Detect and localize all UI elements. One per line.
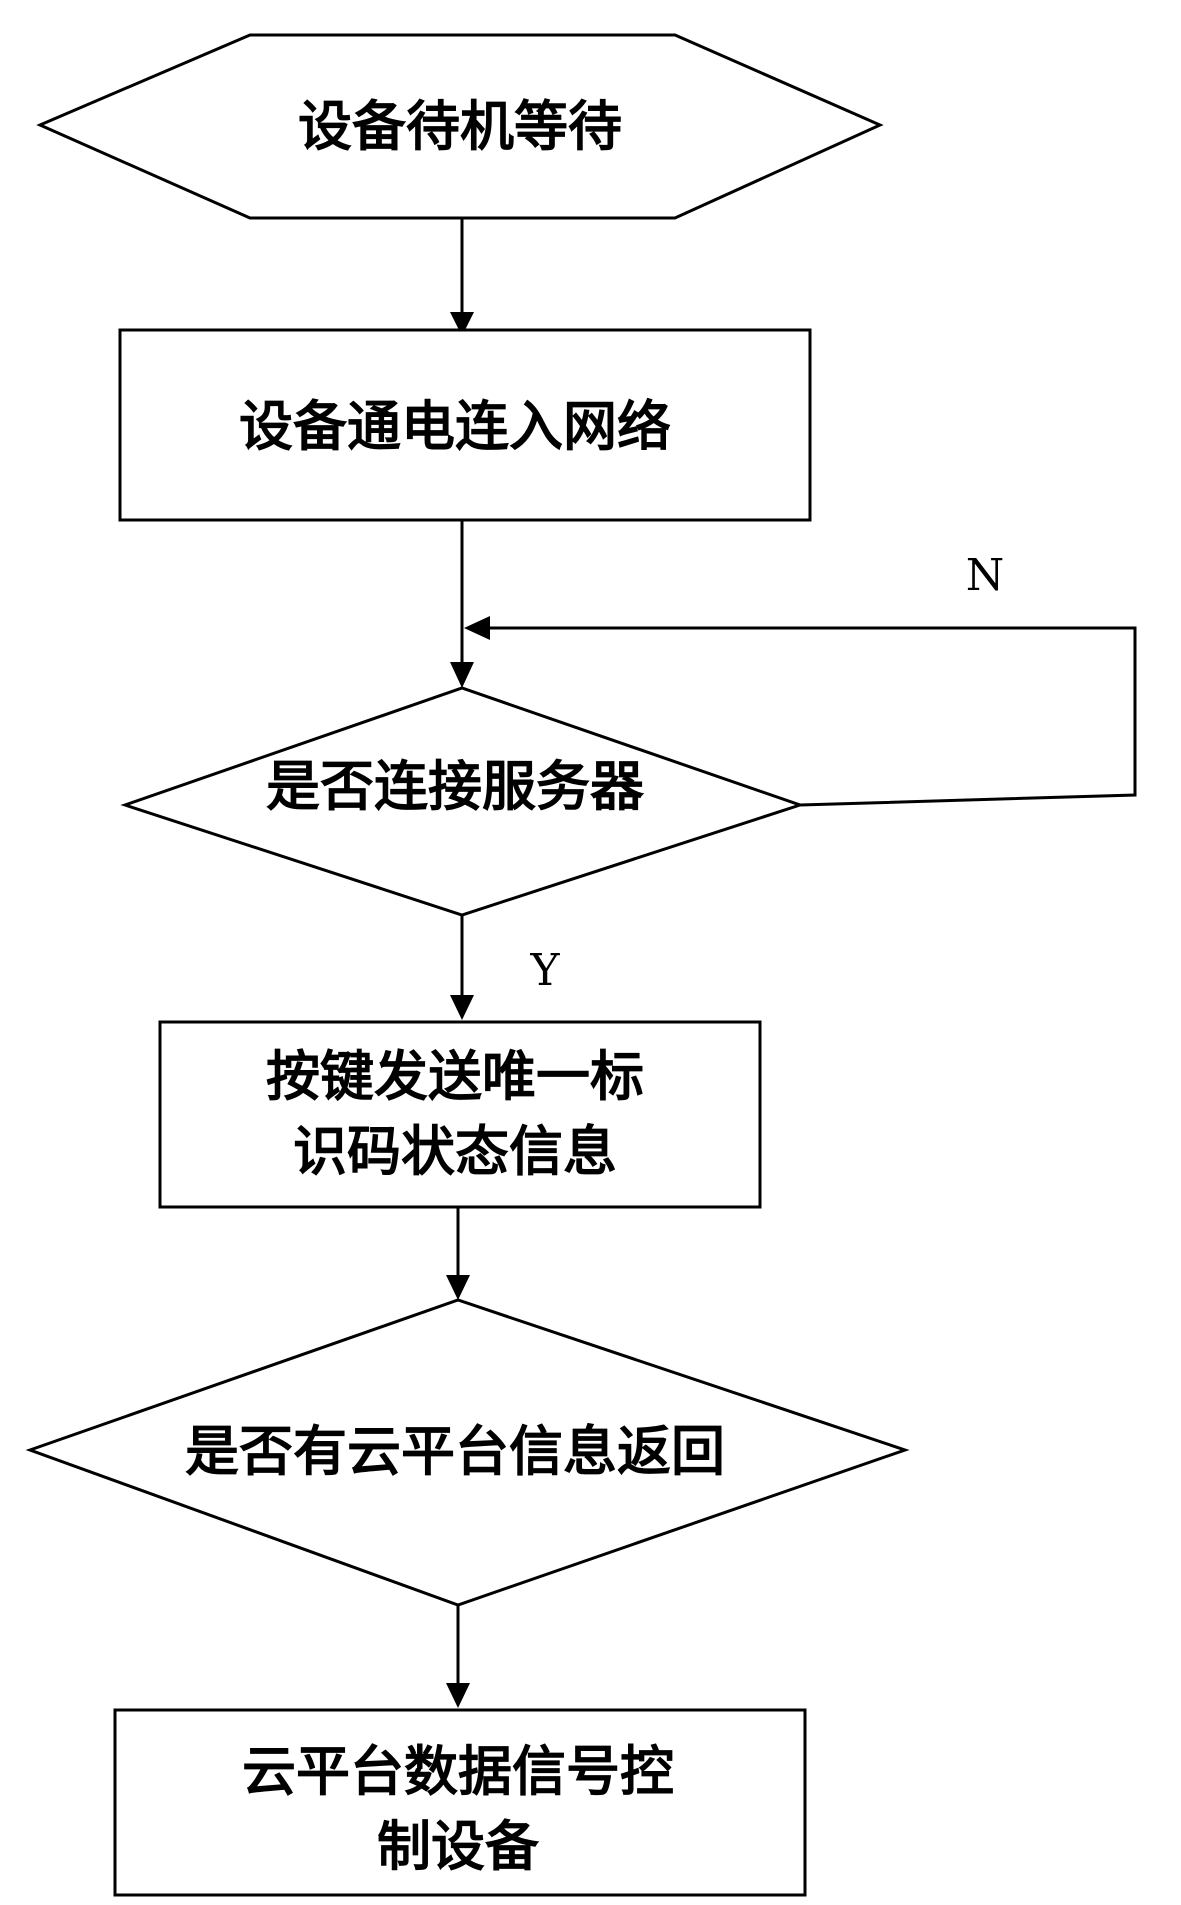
node-send-status-line-1: 按键发送唯一标 bbox=[266, 1044, 644, 1108]
node-cloud-return: 是否有云平台信息返回 bbox=[25, 1298, 910, 1607]
arrow-power-to-connect bbox=[450, 520, 474, 688]
node-connect-server: 是否连接服务器 bbox=[120, 686, 805, 917]
decision-diamond bbox=[25, 1298, 910, 1607]
node-standby: 设备待机等待 bbox=[36, 33, 884, 220]
node-cloud-return-label: 是否有云平台信息返回 bbox=[185, 1419, 725, 1483]
node-send-status-line-2: 识码状态信息 bbox=[293, 1119, 617, 1183]
arrow-send-to-return bbox=[446, 1207, 470, 1300]
process-box bbox=[118, 328, 812, 522]
arrow-connect-to-send: Y bbox=[450, 915, 560, 1020]
node-cloud-control-line-1: 云平台数据信号控 bbox=[242, 1739, 674, 1803]
branch-label-no: N bbox=[966, 550, 1005, 601]
node-cloud-control-line-2: 制设备 bbox=[377, 1814, 540, 1878]
process-box bbox=[113, 1708, 807, 1897]
branch-label-yes: Y bbox=[529, 945, 560, 996]
arrow-standby-to-power bbox=[450, 218, 474, 336]
node-standby-label: 设备待机等待 bbox=[298, 94, 622, 158]
hexagon-shape bbox=[36, 33, 884, 220]
node-power-on: 设备通电连入网络 bbox=[118, 328, 812, 522]
node-power-on-label: 设备通电连入网络 bbox=[239, 394, 671, 458]
node-cloud-control: 云平台数据信号控 制设备 bbox=[113, 1708, 807, 1897]
node-send-status: 按键发送唯一标 识码状态信息 bbox=[158, 1020, 762, 1209]
process-box bbox=[158, 1020, 762, 1209]
arrow-return-to-control bbox=[446, 1605, 470, 1708]
loop-no-branch: N bbox=[464, 550, 1137, 807]
node-connect-server-label: 是否连接服务器 bbox=[266, 754, 645, 818]
